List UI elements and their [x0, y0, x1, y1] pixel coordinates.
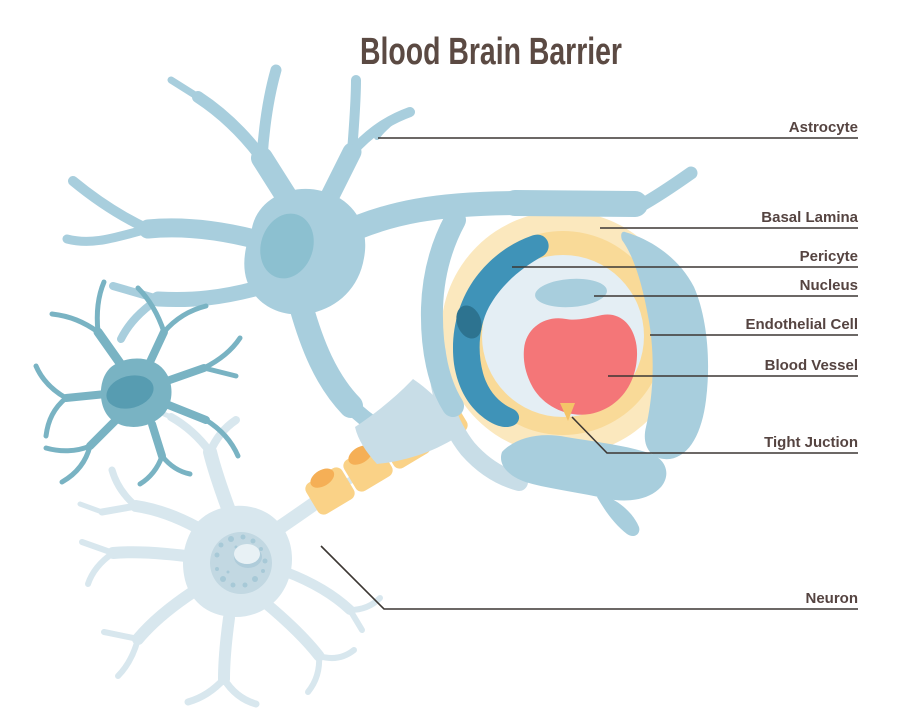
label-nucleus: Nucleus [800, 277, 858, 294]
microglia-nucleus [106, 375, 154, 409]
microglia-branch [94, 279, 107, 335]
neuron-dendrite [305, 653, 323, 695]
neuron-dendrite [203, 445, 238, 523]
astrocyte-branch [256, 64, 282, 164]
neuron-dendrite [79, 539, 116, 556]
neuron-nucleolus [234, 544, 260, 564]
microglia-branch [148, 420, 166, 460]
microglia-branch [43, 443, 93, 454]
astrocyte-process-upper [326, 191, 534, 248]
neuron-dendrite [220, 675, 260, 708]
neuron-dendrite [130, 500, 204, 534]
neuron-dendrite [218, 612, 235, 685]
microglia-branch [43, 395, 69, 439]
astrocyte-endfoot-bottom-mass [500, 435, 667, 501]
labels: Astrocyte Basal Lamina Pericyte Nucleus … [745, 119, 858, 607]
neuron-dendrite [281, 567, 355, 615]
label-lines [320, 137, 858, 610]
microglia-branch [160, 364, 208, 386]
label-line-neuron [320, 545, 858, 610]
pericyte-nucleus [456, 305, 482, 339]
neuron-dendrite [115, 636, 141, 679]
neuron-dendrite [108, 466, 140, 510]
astrocyte-branch [138, 218, 268, 250]
astrocyte-endfeet [420, 166, 709, 537]
label-basal-lamina: Basal Lamina [761, 209, 858, 226]
label-blood-vessel: Blood Vessel [765, 357, 858, 374]
astrocyte-nucleus [260, 213, 314, 279]
myelin-highlight [310, 468, 335, 488]
neuron-dendrite [101, 629, 141, 642]
microglia-branch [59, 443, 93, 485]
astrocyte-branch [109, 282, 162, 303]
label-neuron: Neuron [806, 590, 859, 607]
neuron-dendrite [85, 550, 116, 587]
label-astrocyte: Astrocyte [789, 119, 858, 136]
microglia-branch [201, 335, 243, 371]
microglia-branch [161, 303, 209, 335]
neuron-dendrite [132, 586, 199, 645]
neuron-dendrite [77, 501, 105, 515]
microglia-branch [162, 400, 210, 424]
neuron-dendrite [98, 502, 140, 516]
astrocyte-cell [62, 64, 534, 447]
astrocyte-endfoot-right-mass [621, 231, 709, 460]
microglia-branch [201, 365, 239, 379]
blood-vessel-lumen [523, 314, 638, 415]
endothelial-nucleus [535, 278, 607, 308]
label-line-tight-junction [571, 416, 858, 454]
microglia-branch [86, 416, 120, 450]
label-endothelial-cell: Endothelial Cell [745, 316, 858, 333]
microglia-branches [33, 279, 243, 487]
astrocyte-endfoot-upper-arm [633, 166, 698, 213]
neuron-dendrite [347, 607, 365, 633]
neuron-dendrite [257, 595, 325, 662]
neuron-dendrite [167, 413, 214, 456]
astrocyte-branch [68, 176, 153, 234]
pericyte-body [452, 234, 549, 428]
neuron-dendrite [316, 647, 357, 661]
astrocyte-endfoot-left-arc [420, 209, 466, 417]
neuron-nucleus-speckles [214, 534, 268, 588]
tight-junction-marker [560, 403, 575, 421]
figure-title: Blood Brain Barrier [360, 31, 622, 73]
microglia-branch [135, 285, 167, 335]
label-tight-junction: Tight Juction [764, 434, 858, 451]
microglia-branch [203, 417, 241, 459]
astrocyte-branch [117, 295, 162, 343]
microglia-branch [62, 390, 110, 402]
microglia-branch [93, 327, 127, 371]
astrocyte-branch [347, 107, 415, 157]
astrocyte-branch [150, 279, 270, 308]
microglia-branch [33, 363, 69, 401]
astrocyte-process-lower [289, 294, 363, 418]
neuron-dendrite [107, 546, 192, 562]
label-pericyte: Pericyte [800, 248, 858, 265]
astrocyte-endfoot-axon [355, 379, 460, 464]
astrocyte-branch [62, 224, 153, 246]
microglia-branch [137, 453, 165, 487]
microglia-cell [33, 279, 243, 487]
neuron-dendrite [184, 675, 228, 706]
astrocyte-endfoot-tail [597, 494, 640, 537]
microglia-branch [146, 328, 168, 366]
astrocyte-branch [167, 76, 202, 101]
microglia-branch [49, 311, 101, 335]
astrocyte-endfoot-top-capsule [502, 190, 648, 217]
myelin-segment [305, 467, 355, 515]
astrocyte-branch [192, 91, 268, 164]
microglia-branch [159, 453, 193, 477]
astrocyte-branch [374, 112, 402, 140]
